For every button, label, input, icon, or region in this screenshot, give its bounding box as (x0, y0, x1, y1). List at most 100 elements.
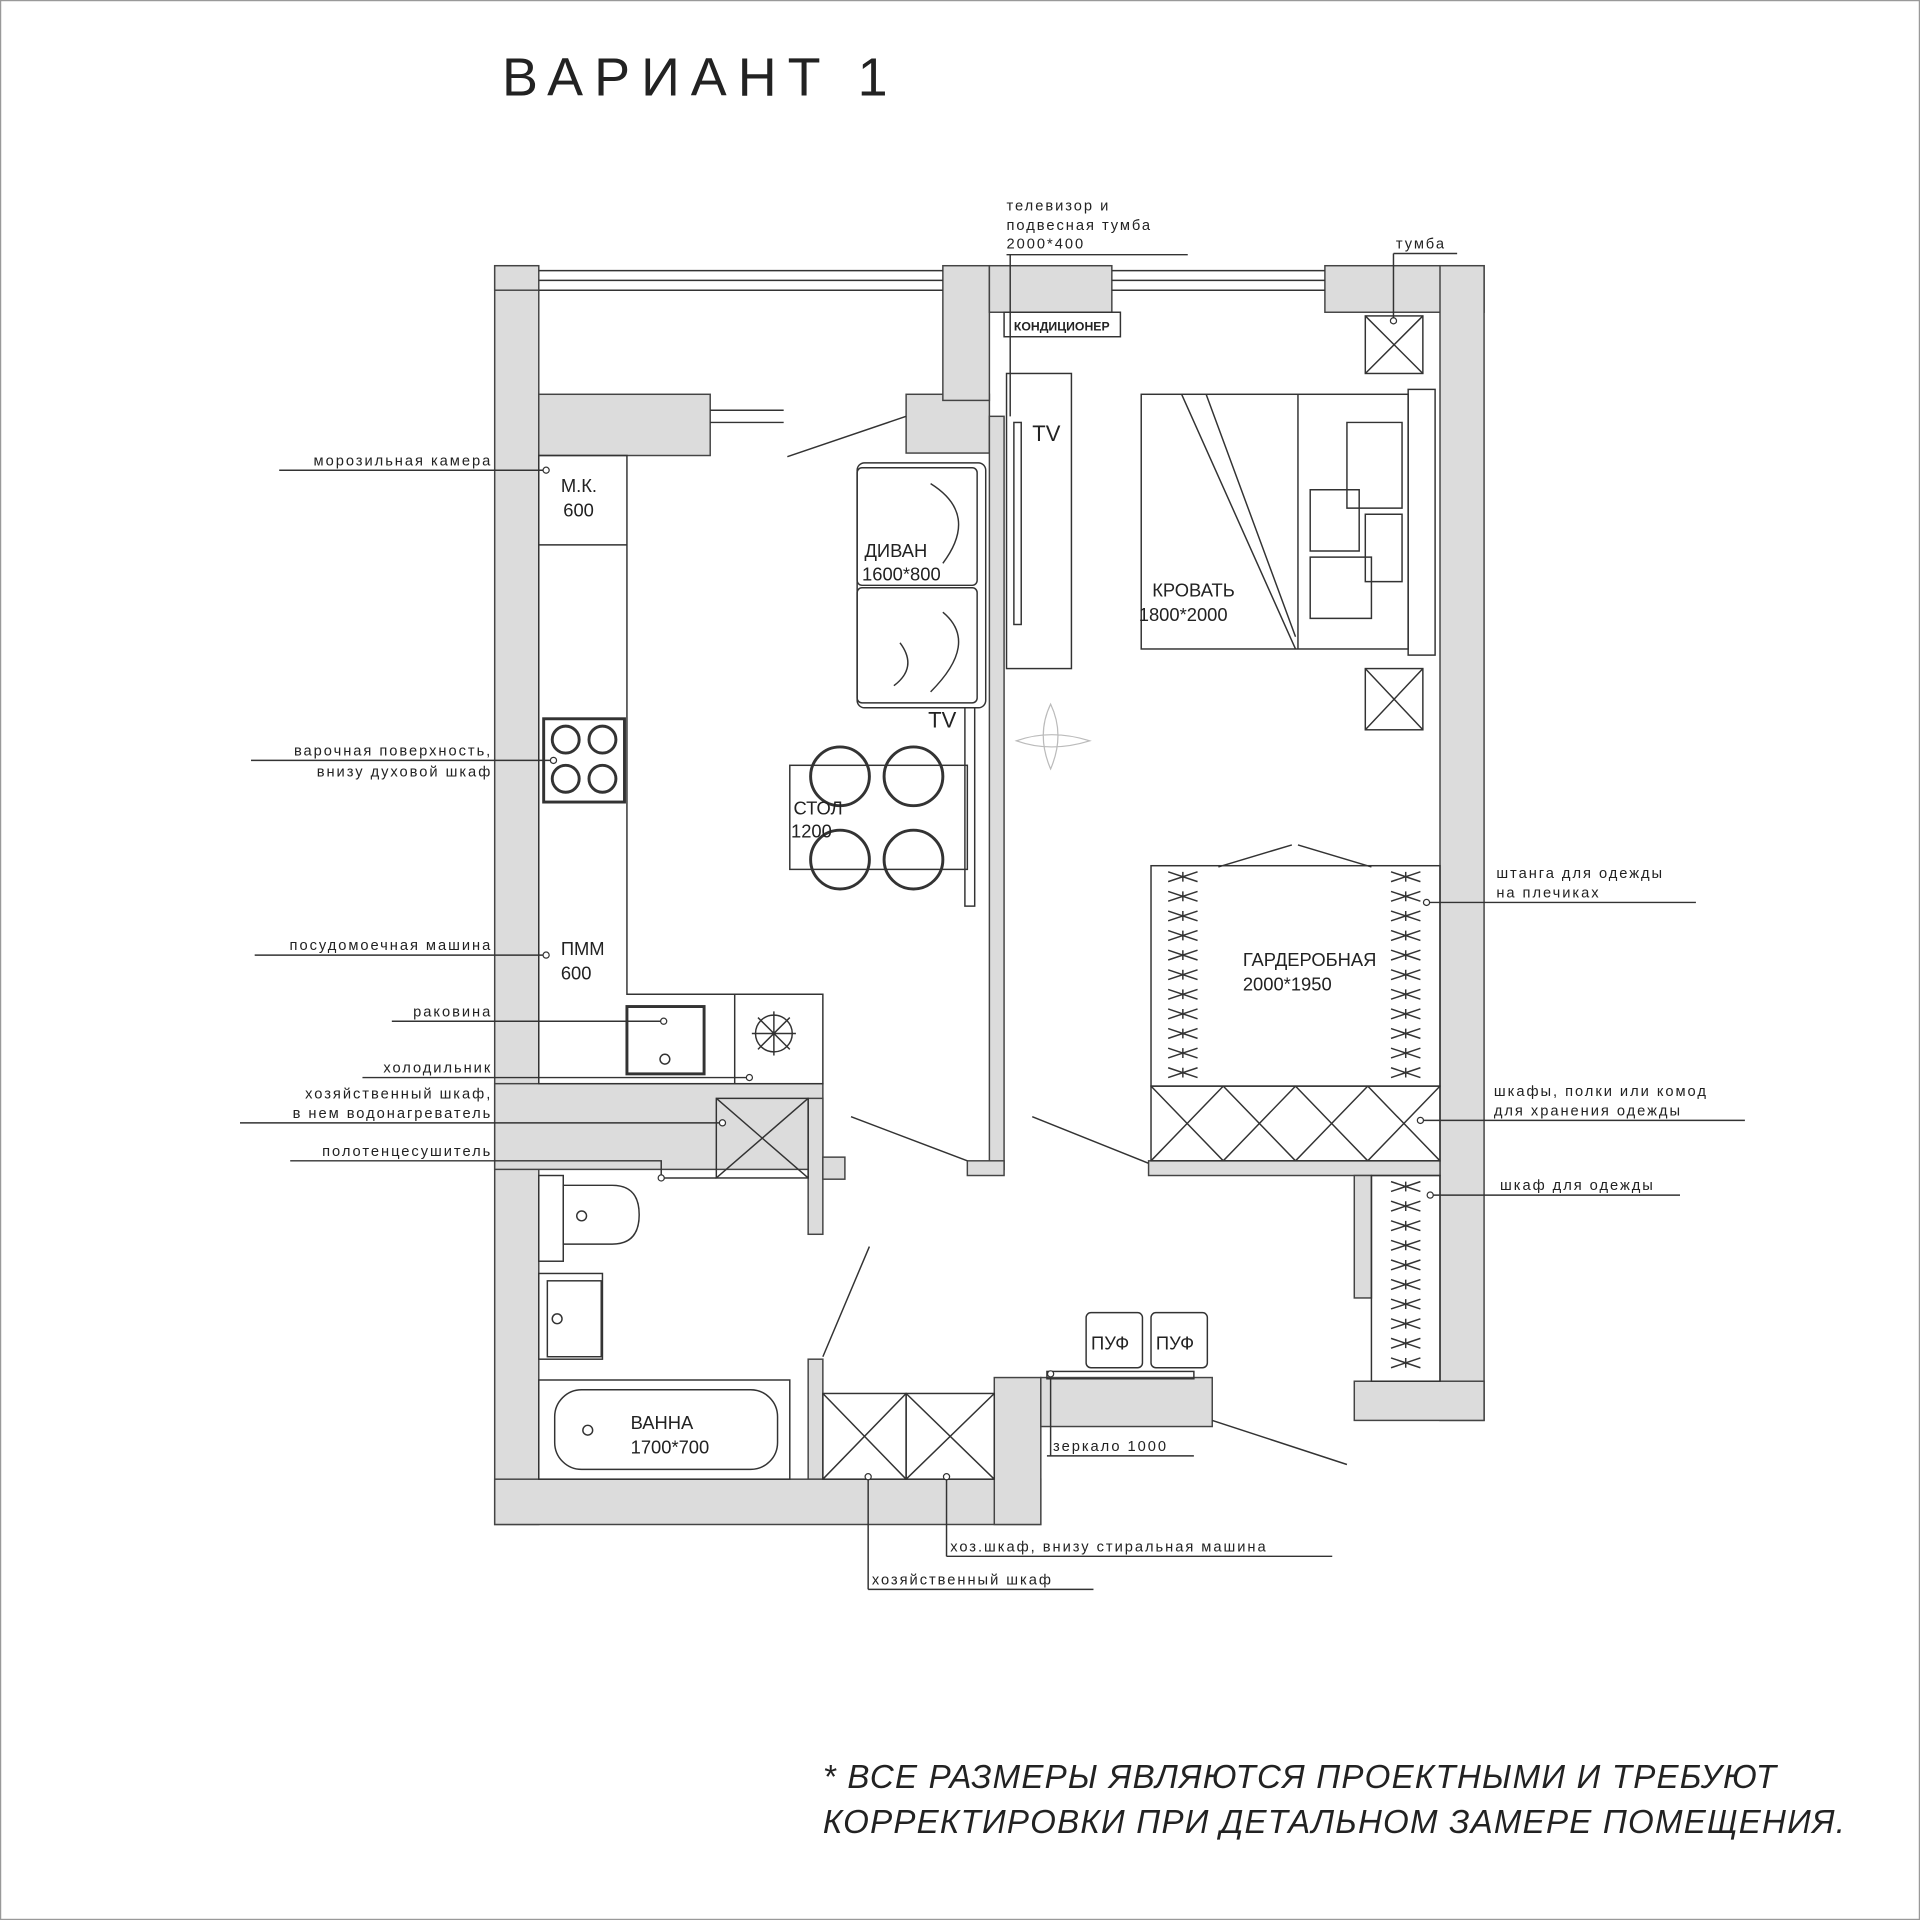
callout-washer: хоз.шкаф, внизу стиральная машина (950, 1539, 1267, 1555)
pouf-label-1: ПУФ (1091, 1332, 1129, 1353)
hanger (1390, 1239, 1421, 1251)
kitchen: М.К. 600 ПММ 600 (538, 454, 824, 1085)
hanger (1390, 1357, 1421, 1369)
hanger (1390, 1200, 1421, 1212)
hanger (1390, 890, 1421, 902)
hanger (1390, 910, 1421, 922)
hanger (1390, 949, 1421, 961)
hanger (1167, 1027, 1198, 1040)
bed-size: 1800*2000 (1139, 604, 1228, 625)
windows (538, 269, 1325, 424)
hanger (1390, 929, 1421, 942)
closet-label: ГАРДЕРОБНАЯ (1243, 949, 1377, 970)
bed-label: КРОВАТЬ (1152, 579, 1235, 600)
closet-size: 2000*1950 (1243, 974, 1332, 995)
dishwasher-size: 600 (561, 963, 592, 984)
hanger (1167, 1047, 1198, 1059)
walls (493, 264, 1485, 1526)
callout-rail-1: штанга для одежды (1496, 866, 1664, 882)
callout-tv-3: 2000*400 (1007, 237, 1086, 253)
chair (882, 828, 945, 891)
callout-dishwasher: посудомоечная машина (290, 938, 493, 954)
table-size: 1200 (791, 821, 832, 842)
dishwasher-label: ПММ (561, 938, 605, 959)
bathtub (538, 1379, 791, 1480)
callout-rail-2: на плечиках (1496, 886, 1600, 902)
hanger (1167, 929, 1198, 942)
callout-hob: варочная поверхность, (294, 744, 492, 760)
burners (550, 724, 618, 794)
table (789, 764, 969, 871)
callout-storage-2: для хранения одежды (1494, 1104, 1682, 1120)
burner (550, 724, 581, 755)
callout-oven: внизу духовой шкаф (317, 764, 493, 780)
hanger (1390, 1180, 1421, 1193)
sofa (856, 462, 987, 709)
callout-wardrobe: шкаф для одежды (1500, 1178, 1655, 1194)
callout-mirror: зеркало 1000 (1053, 1439, 1168, 1455)
shelf-cross (1367, 1085, 1441, 1162)
bathroom: ВАННА 1700*700 ПУФ ПУФ (538, 1097, 1209, 1480)
hanger (1167, 890, 1198, 902)
shelf-cross (1222, 1085, 1297, 1162)
disclaimer-line-2: КОРРЕКТИРОВКИ ПРИ ДЕТАЛЬНОМ ЗАМЕРЕ ПОМЕЩ… (823, 1804, 1846, 1841)
pouf-2 (1150, 1311, 1209, 1369)
disclaimer-line-1: * ВСЕ РАЗМЕРЫ ЯВЛЯЮТСЯ ПРОЕКТНЫМИ И ТРЕБ… (823, 1759, 1779, 1796)
hanger (1167, 1067, 1198, 1079)
hanger (1390, 1259, 1421, 1271)
snowflake-icon (751, 1011, 796, 1056)
burner (587, 724, 618, 755)
chair (809, 828, 871, 891)
hall-wardrobe (1370, 1174, 1441, 1382)
callout-utility-bottom: хозяйственный шкаф (872, 1572, 1053, 1588)
bath-label: ВАННА (631, 1412, 694, 1433)
hanger (1167, 949, 1198, 961)
plant-icon (1014, 702, 1092, 771)
pouf-label-2: ПУФ (1156, 1332, 1194, 1353)
callout-utility: хозяйственный шкаф, (305, 1086, 492, 1102)
sofa-label: ДИВАН (864, 540, 927, 561)
hanger (1167, 910, 1198, 922)
hanger (1390, 1278, 1421, 1291)
callout-sink: раковина (413, 1004, 492, 1020)
hanger (1390, 969, 1421, 981)
callout-freezer: морозильная камера (314, 453, 493, 469)
bath-size: 1700*700 (631, 1436, 710, 1457)
hanger (1390, 1298, 1421, 1310)
callout-fridge: холодильник (383, 1061, 492, 1077)
callout-storage-1: шкафы, полки или комод (1494, 1084, 1708, 1100)
freezer-label: М.К. (561, 475, 597, 496)
hanger (1167, 988, 1198, 1000)
sink (625, 1005, 706, 1076)
bedroom: КРОВАТЬ 1800*2000 ГАРДЕРОБНАЯ 2000*1950 (1139, 315, 1441, 1382)
plan-title: ВАРИАНТ 1 (502, 48, 899, 108)
ac-label: КОНДИЦИОНЕР (1014, 320, 1110, 334)
callouts: морозильная камера варочная поверхность,… (290, 199, 1708, 1589)
nightstand-2 (1364, 667, 1424, 731)
mirror (1046, 1370, 1195, 1380)
air-conditioner (1003, 311, 1122, 338)
hanger (1390, 871, 1421, 883)
door-swings (787, 415, 1372, 1466)
headboard (1407, 388, 1436, 656)
sofa-size: 1600*800 (862, 563, 941, 584)
pouf-1 (1085, 1311, 1144, 1369)
hanger (1390, 1318, 1421, 1330)
living: КОНДИЦИОНЕР TV TV ДИВАН 1600*800 СТОЛ 12… (789, 311, 1122, 907)
freezer-size: 600 (563, 500, 594, 521)
chair (809, 745, 871, 808)
callout-tv-1: телевизор и (1007, 199, 1111, 215)
hanger (1390, 1337, 1421, 1349)
hanger (1390, 1220, 1421, 1232)
hanger (1167, 871, 1198, 883)
tv-unit (1005, 372, 1073, 670)
hanger (1390, 988, 1421, 1000)
callout-towel-dryer: полотенцесушитель (322, 1144, 492, 1160)
tv-label: TV (1032, 421, 1060, 446)
leader-lines (240, 252, 1745, 1591)
burner (587, 763, 618, 794)
tv-label-2: TV (928, 707, 956, 732)
hanger (1390, 1047, 1421, 1059)
callout-nightstand: тумба (1396, 237, 1446, 253)
